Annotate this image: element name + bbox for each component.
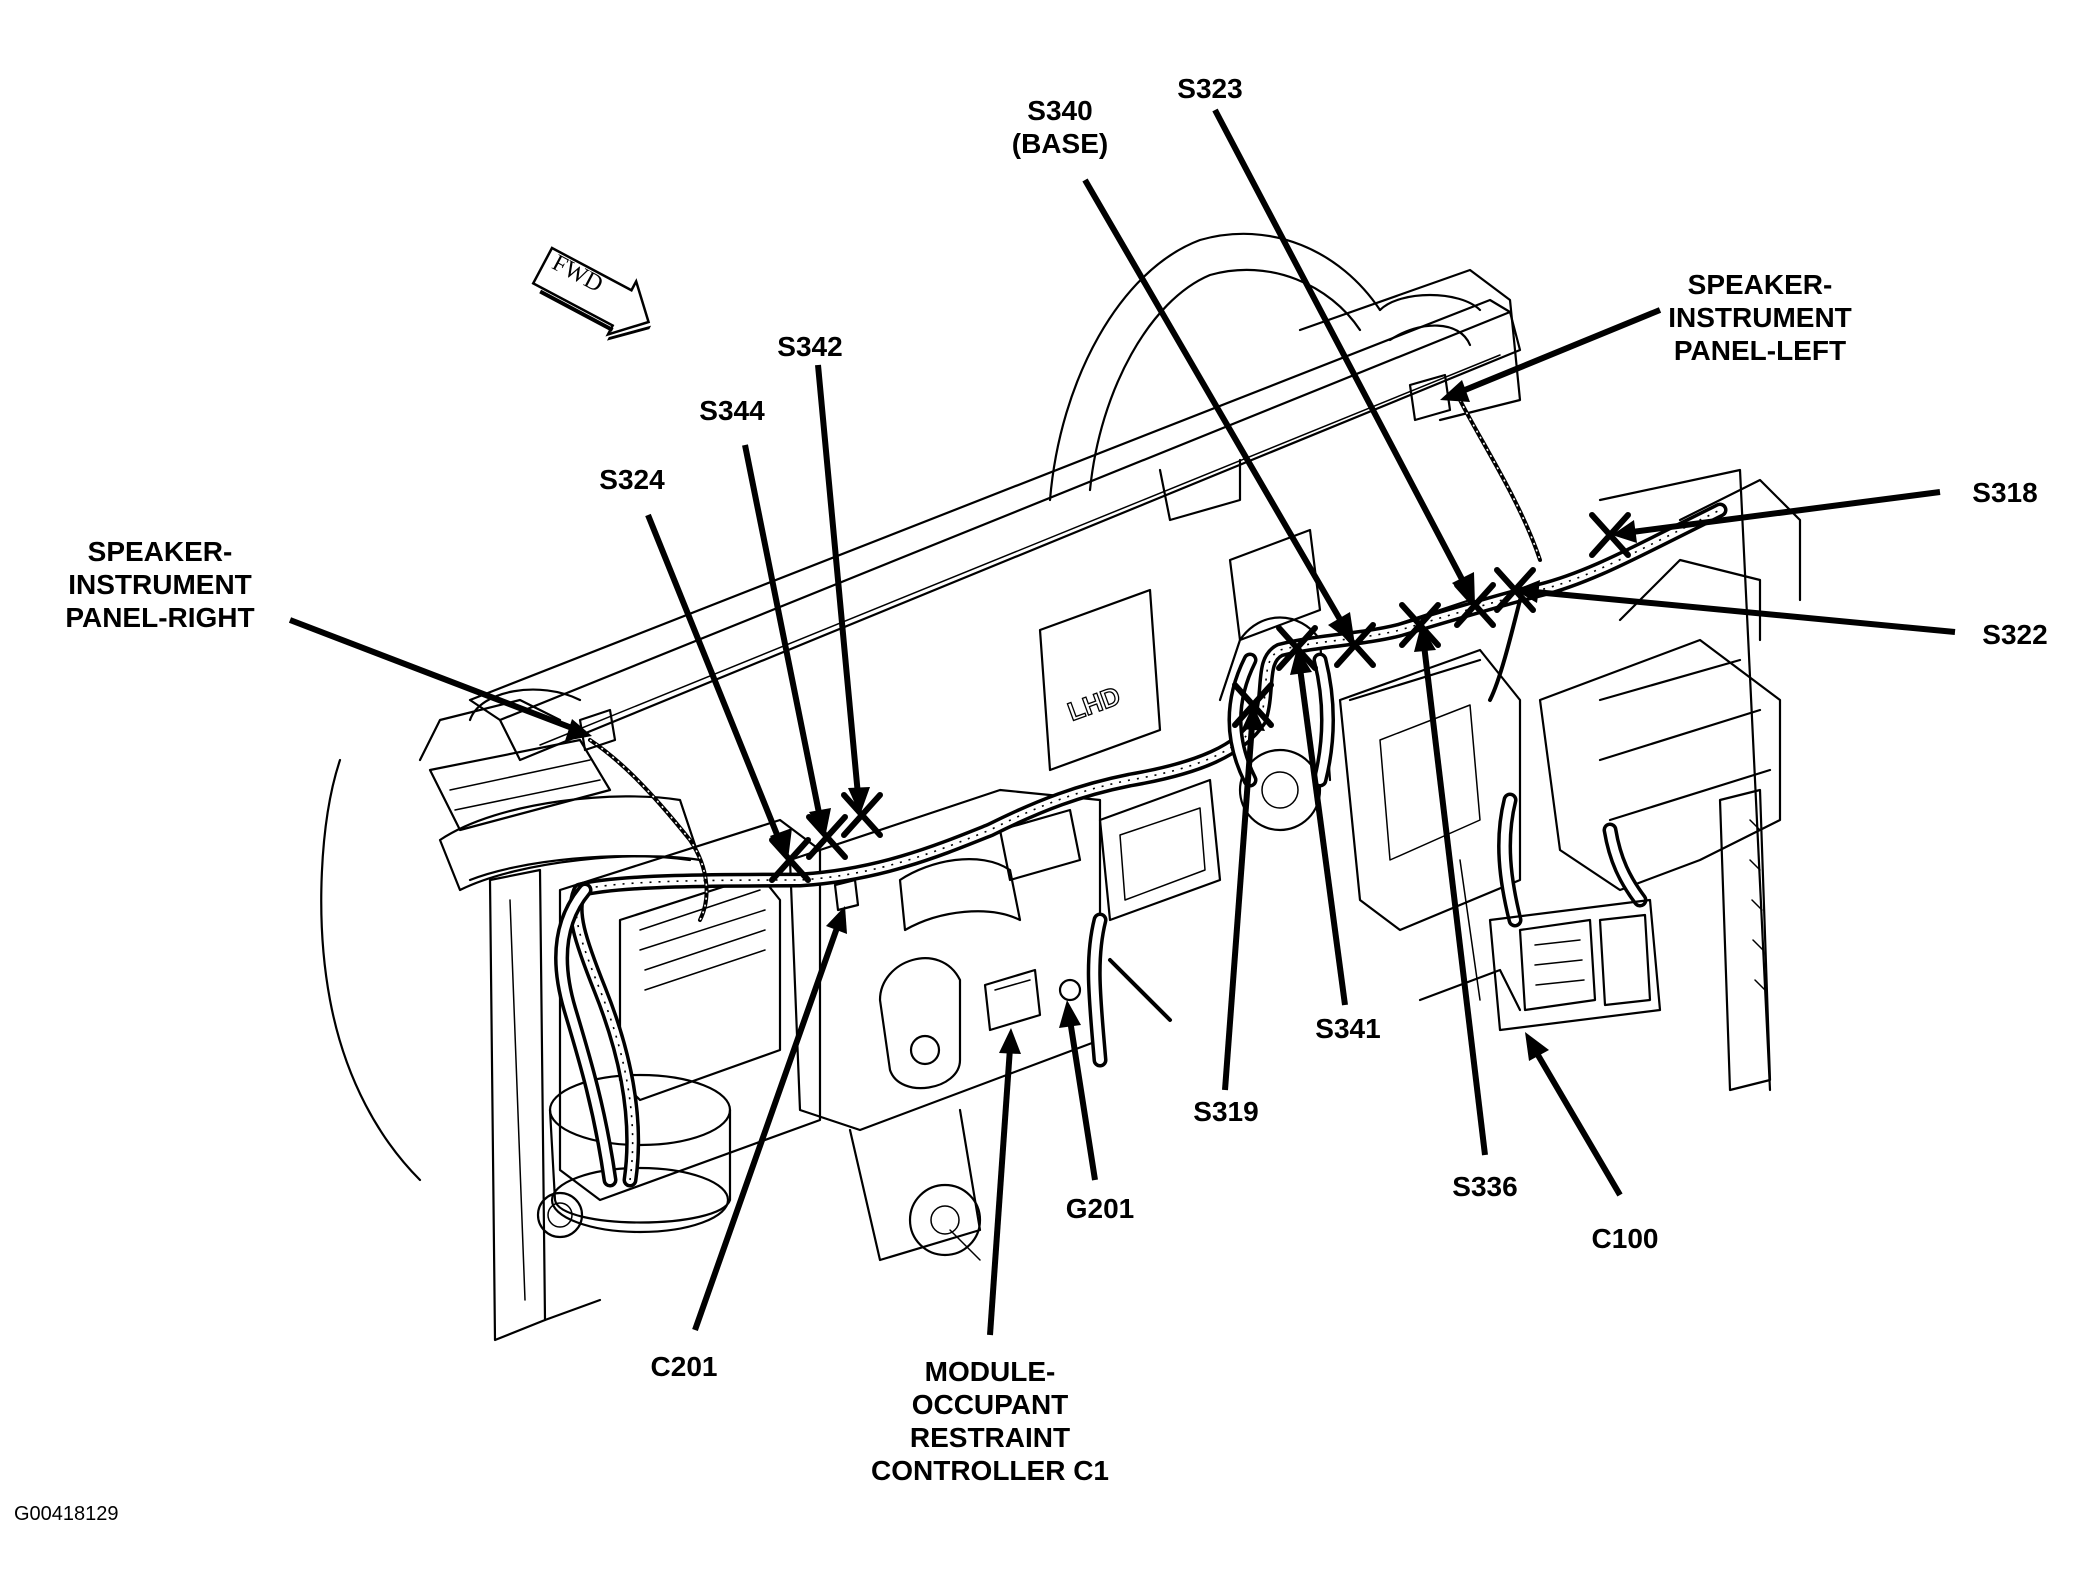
label-s341: S341	[1315, 1013, 1381, 1044]
label-s342: S342	[777, 331, 843, 362]
splice-x-s324	[769, 837, 811, 883]
label-s324: S324	[599, 464, 665, 495]
label-speaker-instrument-panel-left: SPEAKER- INSTRUMENT PANEL-LEFT	[1668, 269, 1852, 366]
label-c201: C201	[650, 1351, 718, 1382]
label-s323: S323	[1177, 73, 1243, 104]
label-s344: S344	[699, 395, 765, 426]
label-s340-base: S340 (BASE)	[1011, 95, 1109, 159]
label-s336: S336	[1452, 1171, 1518, 1202]
splice-x-s344	[806, 814, 848, 860]
label-s322: S322	[1982, 619, 2048, 650]
splice-x-s318	[1589, 512, 1631, 558]
label-g201: G201	[1065, 1193, 1135, 1224]
lhd-marking: LHD	[1064, 680, 1124, 726]
leader-lines	[288, 108, 1956, 1336]
label-s318: S318	[1972, 477, 2038, 508]
figure-id: G00418129	[14, 1503, 119, 1525]
label-s319: S319	[1193, 1096, 1259, 1127]
label-module-occupant-restraint-controller-c1: MODULE- OCCUPANT RESTRAINT CONTROLLER C1	[871, 1356, 1109, 1486]
fwd-arrow-icon	[531, 246, 652, 341]
splice-x-s342	[841, 792, 883, 838]
wiring-harness	[554, 398, 1728, 1188]
splice-x-s336	[1399, 602, 1441, 648]
instrument-panel-outline	[320, 232, 1802, 1342]
label-c100: C100	[1591, 1223, 1659, 1254]
label-speaker-instrument-panel-right: SPEAKER- INSTRUMENT PANEL-RIGHT	[65, 536, 255, 633]
